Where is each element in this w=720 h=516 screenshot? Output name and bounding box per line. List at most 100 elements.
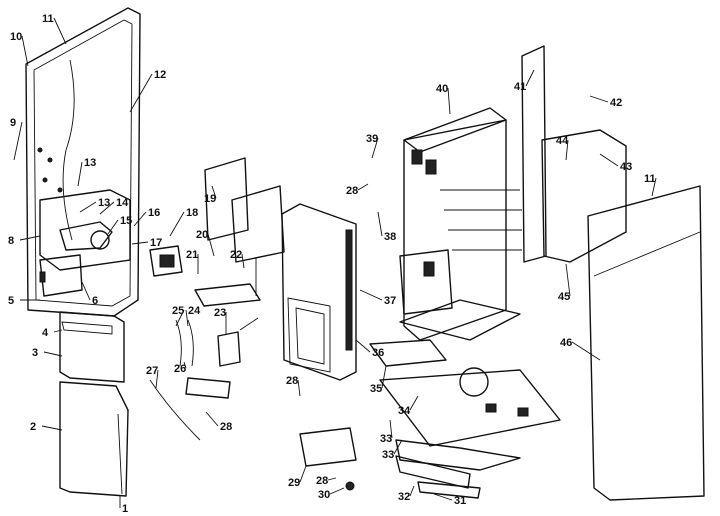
callout-label-28: 28 [346, 185, 358, 197]
callout-leader-33 [393, 439, 403, 455]
callout-leader-28 [297, 379, 301, 397]
callout-leader-19 [211, 185, 217, 199]
callout-leader-36 [355, 339, 371, 353]
callout-leader-46 [571, 341, 601, 361]
callout-leader-43 [599, 153, 619, 167]
part-heat-shields [194, 157, 285, 307]
callout-label-21: 21 [186, 249, 198, 261]
callout-leader-2 [41, 425, 63, 431]
callout-label-28: 28 [286, 375, 298, 387]
callout-leader-8 [19, 235, 41, 241]
callout-label-16: 16 [148, 207, 160, 219]
callout-label-3: 3 [32, 347, 38, 359]
callout-label-43: 43 [620, 161, 632, 173]
callout-leader-34 [409, 395, 419, 411]
callout-leader-16 [133, 211, 147, 227]
callout-leader-28 [327, 477, 337, 481]
callout-leader-6 [81, 281, 91, 301]
callout-label-18: 18 [186, 207, 198, 219]
callout-label-45: 45 [558, 291, 570, 303]
callout-label-38: 38 [384, 231, 396, 243]
callout-label-26: 26 [174, 363, 186, 375]
callout-label-11: 11 [42, 13, 54, 25]
callout-leader-28 [357, 183, 369, 191]
callout-leader-39 [371, 137, 379, 159]
callout-label-4: 4 [42, 327, 49, 339]
part-back-panel [25, 7, 141, 317]
callout-leader-13 [77, 161, 83, 187]
callout-label-32: 32 [398, 491, 410, 503]
callout-label-41: 41 [514, 81, 526, 93]
callout-label-22: 22 [230, 249, 242, 261]
part-control-panel [281, 203, 357, 381]
callout-label-24: 24 [188, 305, 201, 317]
callout-label-17: 17 [150, 237, 162, 249]
callout-label-9: 9 [10, 117, 16, 129]
callout-leader-25 [175, 309, 185, 327]
callout-leader-13 [79, 201, 97, 213]
callout-leader-24 [185, 309, 189, 327]
callout-label-5: 5 [8, 295, 14, 307]
callout-label-13: 13 [84, 157, 96, 169]
callout-label-6: 6 [92, 295, 98, 307]
callout-leader-12 [129, 73, 153, 113]
callout-leader-44 [565, 139, 569, 161]
callout-leader-40 [447, 87, 451, 115]
callout-leader-32 [409, 485, 415, 497]
callout-label-2: 2 [30, 421, 36, 433]
callout-label-19: 19 [204, 193, 216, 205]
callout-label-36: 36 [372, 347, 384, 359]
callout-label-31: 31 [454, 495, 466, 507]
callout-label-23: 23 [214, 307, 226, 319]
callout-label-11: 11 [644, 173, 656, 185]
callout-leader-28 [205, 411, 219, 427]
callout-label-1: 1 [122, 503, 128, 515]
callout-leader-22 [241, 253, 245, 269]
callout-leader-11 [651, 177, 657, 197]
callout-label-29: 29 [288, 477, 300, 489]
callout-label-28: 28 [220, 421, 232, 433]
callout-label-34: 34 [398, 405, 411, 417]
callout-label-33: 33 [380, 433, 392, 445]
callout-label-25: 25 [172, 305, 184, 317]
part-internal-controls [39, 189, 183, 297]
callout-leader-9 [13, 121, 23, 161]
callout-leader-38 [377, 211, 383, 237]
callout-label-37: 37 [384, 295, 396, 307]
callout-leader-29 [299, 465, 307, 483]
callout-leader-4 [53, 329, 63, 333]
callout-label-27: 27 [146, 365, 158, 377]
callout-leader-35 [381, 365, 387, 389]
callout-label-15: 15 [120, 215, 132, 227]
callout-label-35: 35 [370, 383, 382, 395]
callout-leader-3 [43, 351, 63, 357]
callout-label-12: 12 [154, 69, 166, 81]
callout-label-14: 14 [116, 197, 129, 209]
callout-leader-37 [359, 289, 383, 301]
callout-label-46: 46 [560, 337, 572, 349]
callout-label-28: 28 [316, 475, 328, 487]
callout-label-10: 10 [10, 31, 22, 43]
callout-label-20: 20 [196, 229, 208, 241]
callout-label-40: 40 [436, 83, 448, 95]
callout-leader-11 [53, 17, 67, 45]
callout-leader-18 [169, 211, 185, 237]
callout-leader-10 [21, 35, 29, 67]
callout-label-44: 44 [556, 135, 569, 147]
callout-leader-17 [131, 241, 149, 245]
callout-leader-27 [155, 369, 159, 389]
callout-leader-41 [525, 69, 535, 87]
callout-leader-26 [183, 361, 187, 369]
callout-label-39: 39 [366, 133, 378, 145]
part-right-panels [521, 45, 705, 501]
callout-leader-20 [207, 233, 215, 257]
part-transformer-wires [149, 317, 259, 441]
callout-leader-15 [107, 219, 119, 235]
callout-label-8: 8 [8, 235, 14, 247]
part-heat-exchanger [399, 107, 522, 341]
callout-leader-31 [433, 493, 453, 501]
callout-leader-14 [99, 201, 115, 215]
